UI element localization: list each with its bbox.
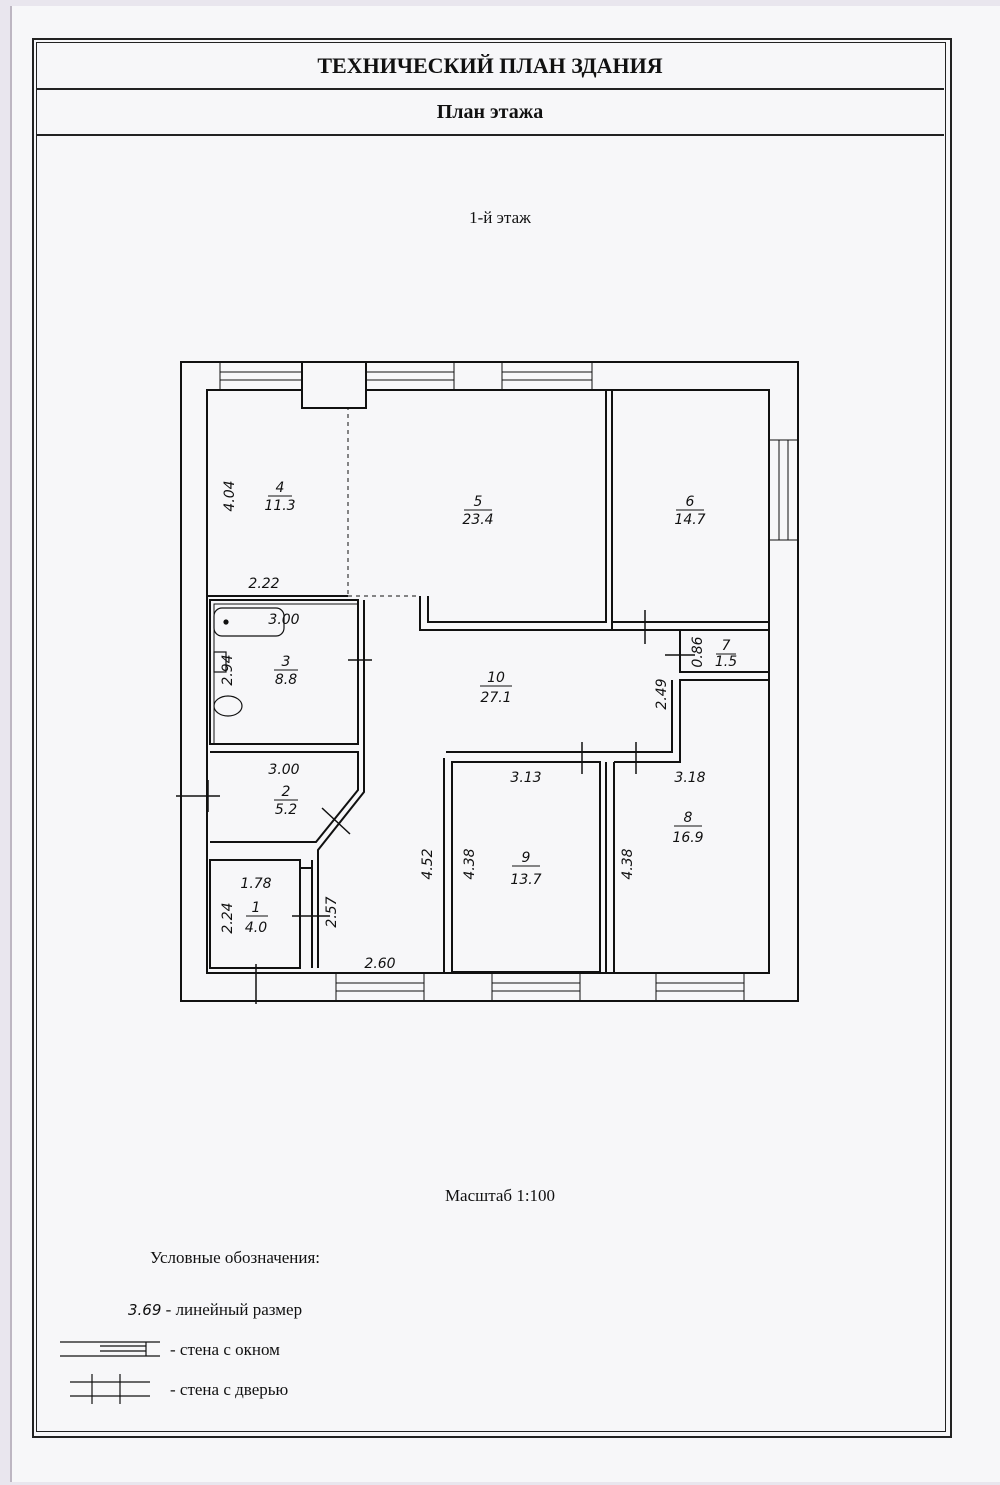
document-sheet bbox=[10, 6, 1000, 1482]
room-8-area: 16.9 bbox=[672, 830, 703, 846]
room-1-area: 4.0 bbox=[245, 920, 267, 936]
dim-224: 2.24 bbox=[220, 902, 236, 933]
room-5-number: 5 bbox=[474, 494, 483, 510]
room-9-number: 9 bbox=[522, 850, 531, 866]
outer-wall-outer bbox=[180, 361, 799, 1002]
dim-249: 2.49 bbox=[654, 678, 670, 709]
document-subtitle: План этажа bbox=[36, 90, 944, 136]
dim-178: 1.78 bbox=[240, 876, 271, 892]
room-1-number: 1 bbox=[252, 900, 261, 916]
legend-title: Условные обозначения: bbox=[150, 1248, 321, 1267]
legend-linear: 3.69 - линейный размер bbox=[128, 1300, 302, 1320]
scale-label: Масштаб 1:100 bbox=[444, 1186, 556, 1205]
dim-438b: 4.38 bbox=[620, 848, 636, 879]
room-8-number: 8 bbox=[684, 810, 693, 826]
inner-frame bbox=[36, 42, 946, 1432]
floor-label: 1-й этаж bbox=[469, 208, 531, 227]
dim-313: 3.13 bbox=[510, 770, 541, 786]
room-6-number: 6 bbox=[686, 494, 695, 510]
legend-window-text: - стена с окном bbox=[170, 1340, 280, 1359]
dim-294: 2.94 bbox=[220, 654, 236, 685]
dim-404: 4.04 bbox=[222, 480, 238, 511]
room-10-area: 27.1 bbox=[480, 690, 511, 706]
dim-438a: 4.38 bbox=[462, 848, 478, 879]
room-9-area: 13.7 bbox=[510, 872, 541, 888]
room-5-area: 23.4 bbox=[462, 512, 493, 528]
dim-086: 0.86 bbox=[690, 636, 706, 667]
room-2-area: 5.2 bbox=[275, 802, 297, 818]
room-4-number: 4 bbox=[276, 480, 285, 496]
dim-318: 3.18 bbox=[674, 770, 705, 786]
document-title: ТЕХНИЧЕСКИЙ ПЛАН ЗДАНИЯ bbox=[36, 44, 944, 90]
legend-sample-dim: 3.69 bbox=[128, 1301, 162, 1319]
legend-linear-text: - линейный размер bbox=[165, 1300, 303, 1319]
dim-300b: 3.00 bbox=[268, 762, 299, 778]
outer-frame bbox=[32, 38, 952, 1438]
room-3-number: 3 bbox=[282, 654, 291, 670]
room-2-number: 2 bbox=[282, 784, 291, 800]
dim-452: 4.52 bbox=[420, 848, 436, 879]
dim-257: 2.57 bbox=[324, 896, 340, 927]
dim-300a: 3.00 bbox=[268, 612, 299, 628]
room-10-number: 10 bbox=[487, 670, 505, 686]
room-4-area: 11.3 bbox=[264, 498, 295, 514]
room-7-number: 7 bbox=[722, 638, 731, 654]
dim-260: 2.60 bbox=[364, 956, 395, 972]
dim-222: 2.22 bbox=[248, 576, 279, 592]
room-3-area: 8.8 bbox=[275, 672, 297, 688]
room-7-area: 1.5 bbox=[715, 654, 737, 670]
room-6-area: 14.7 bbox=[674, 512, 705, 528]
legend-symbols bbox=[60, 1341, 160, 1404]
legend-door-text: - стена с дверью bbox=[170, 1380, 289, 1399]
